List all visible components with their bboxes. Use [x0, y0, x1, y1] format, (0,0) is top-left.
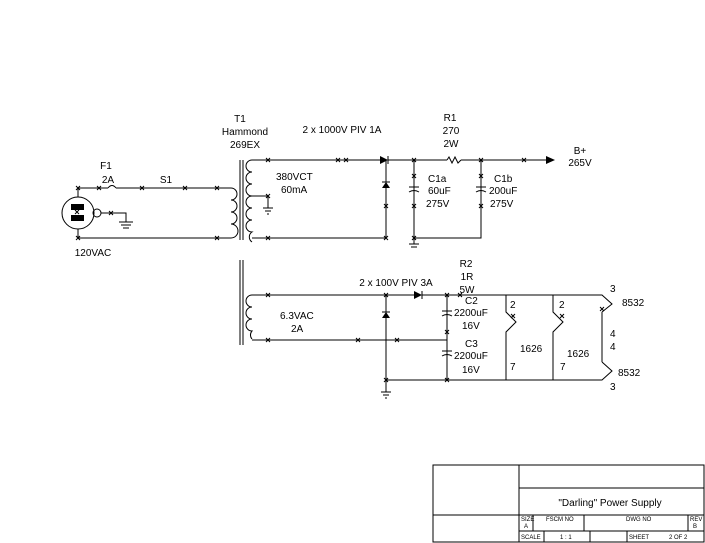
tube3-pin-top: 3 [610, 284, 616, 295]
c2-value: 2200uF [454, 308, 488, 319]
r1-power: 2W [444, 139, 460, 150]
scale-label: SCALE [521, 535, 541, 541]
tube1-pin-top: 2 [510, 300, 516, 311]
hv-winding-current: 60mA [281, 185, 307, 196]
hv-diode-series [380, 156, 389, 164]
c1a-symbol [408, 186, 420, 193]
c1a-value: 60uF [428, 186, 451, 197]
lv-wiring [252, 294, 613, 399]
lv-diode-series [414, 291, 423, 299]
hv-winding-voltage: 380VCT [276, 172, 313, 183]
r1-ref: R1 [444, 113, 457, 124]
dwg-label: DWG NO [626, 517, 652, 523]
bplus-voltage: 265V [568, 158, 592, 169]
tube4-pin-mid: 4 [610, 342, 616, 353]
c1b-voltage: 275V [490, 199, 514, 210]
r1-value: 270 [443, 126, 460, 137]
r2-power: 5W [460, 285, 476, 296]
tube3-pin-mid: 4 [610, 329, 616, 340]
mains-wiring [77, 187, 223, 239]
hv-junction-marks [265, 157, 527, 241]
fscm-label: FSCM NO [546, 517, 574, 523]
tube2-pin-bottom: 7 [560, 362, 566, 373]
title-block [432, 464, 705, 543]
c3-ref: C3 [465, 339, 478, 350]
lv-diode-shunt [382, 311, 390, 318]
tube3-type: 8532 [622, 298, 645, 309]
c3-value: 2200uF [454, 351, 488, 362]
sheet-label: SHEET [629, 535, 649, 541]
bplus-label: B+ [574, 146, 587, 157]
mains-voltage: 120VAC [75, 248, 112, 259]
t1-maker: Hammond [222, 127, 268, 138]
t1-ref: T1 [234, 114, 246, 125]
tube1-type: 1626 [520, 344, 543, 355]
r1-symbol [446, 155, 462, 165]
size-value: A [524, 524, 528, 530]
f1-value: 2A [102, 175, 115, 186]
c3-symbol [441, 350, 453, 357]
t1-model: 269EX [230, 140, 260, 151]
c1b-ref: C1b [494, 174, 513, 185]
mains-plug [61, 196, 102, 230]
c2-voltage: 16V [462, 321, 480, 332]
tube2-pin-top: 2 [559, 300, 565, 311]
tube4-pin-bottom: 3 [610, 382, 616, 393]
scale-value: 1 : 1 [560, 535, 572, 541]
c1b-value: 200uF [489, 186, 517, 197]
lv-diodes-label: 2 x 100V PIV 3A [359, 278, 433, 289]
sheet-value: 2 OF 2 [669, 535, 688, 541]
tube4-type: 8532 [618, 368, 641, 379]
s1-ref: S1 [160, 175, 173, 186]
r2-ref: R2 [460, 259, 473, 270]
size-label: SIZE [521, 517, 534, 523]
hv-diode-shunt [382, 181, 390, 188]
c2-ref: C2 [465, 296, 478, 307]
junction-marks [74, 185, 220, 241]
rev-label: REV [690, 517, 702, 523]
hv-diodes-label: 2 x 1000V PIV 1A [303, 125, 382, 136]
lv-junction-marks [265, 292, 605, 383]
c1a-ref: C1a [428, 174, 447, 185]
tube1-pin-bottom: 7 [510, 362, 516, 373]
f1-ref: F1 [100, 161, 112, 172]
r2-value: 1R [461, 272, 474, 283]
tube2-type: 1626 [567, 349, 590, 360]
c1a-voltage: 275V [426, 199, 450, 210]
drawing-title: "Darling" Power Supply [558, 498, 661, 509]
c3-voltage: 16V [462, 365, 480, 376]
lv-winding-current: 2A [291, 324, 304, 335]
lv-winding-voltage: 6.3VAC [280, 311, 314, 322]
transformer-t1 [223, 159, 254, 345]
bplus-arrow-icon [546, 156, 555, 164]
rev-value: B [693, 524, 697, 530]
c2-symbol [441, 310, 453, 317]
fuse-symbol [107, 185, 117, 189]
c1b-symbol [475, 186, 487, 193]
